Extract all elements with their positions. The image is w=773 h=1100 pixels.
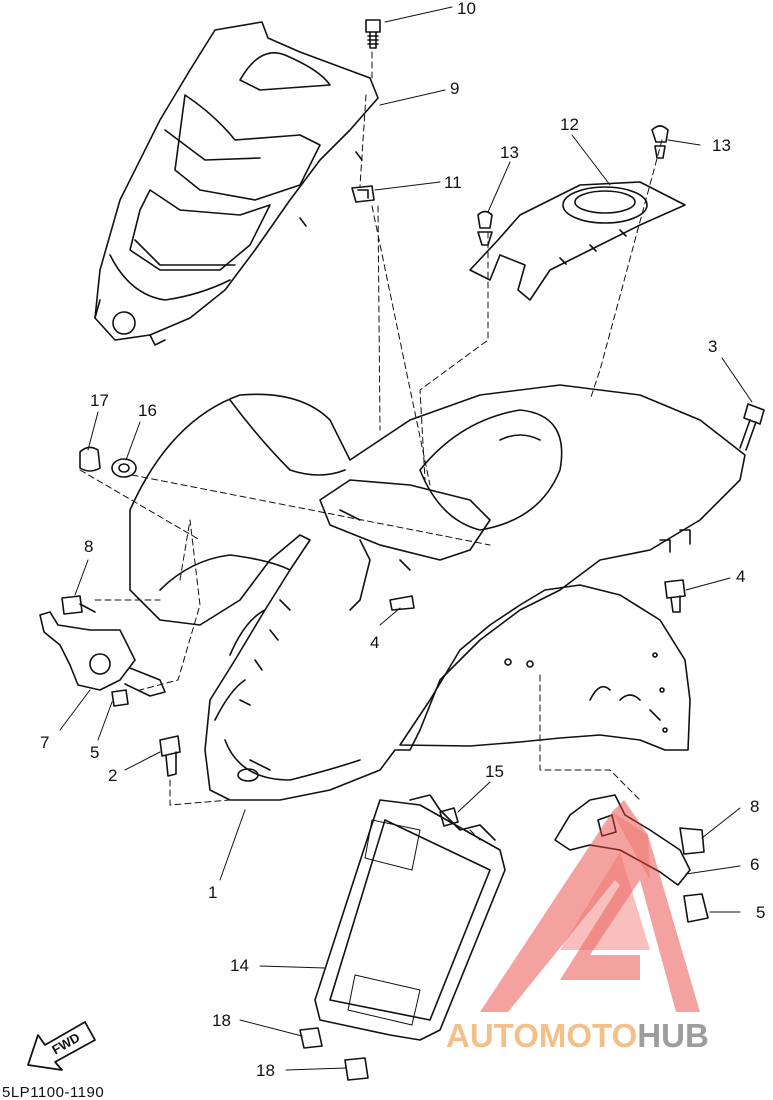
part-4-bolts bbox=[389, 579, 686, 613]
callout-4-center: 4 bbox=[370, 633, 380, 652]
part-11-nut bbox=[351, 185, 375, 203]
part-14-grille bbox=[299, 794, 506, 1081]
callout-2: 2 bbox=[108, 766, 118, 785]
part-1-front-fender bbox=[129, 384, 746, 801]
callout-12: 12 bbox=[560, 115, 579, 134]
callout-8-left: 8 bbox=[84, 537, 94, 556]
watermark-part2: HUB bbox=[637, 1017, 709, 1054]
part-12-panel bbox=[469, 181, 686, 301]
callout-16: 16 bbox=[138, 401, 157, 420]
callout-11: 11 bbox=[444, 173, 462, 192]
callout-15: 15 bbox=[485, 762, 504, 781]
callout-3: 3 bbox=[708, 337, 718, 356]
callout-13-left: 13 bbox=[500, 143, 519, 162]
automotohub-logo-icon bbox=[480, 800, 700, 1012]
watermark-part1: AUTOMOTO bbox=[446, 1017, 638, 1054]
callout-5-left: 5 bbox=[90, 743, 100, 762]
part-9-front-cover bbox=[94, 21, 379, 346]
callout-7: 7 bbox=[40, 733, 50, 752]
callout-18-upper: 18 bbox=[212, 1011, 231, 1030]
callout-5-right: 5 bbox=[756, 903, 766, 922]
callout-9: 9 bbox=[450, 79, 460, 98]
leader-lines bbox=[59, 6, 753, 1071]
part-10-bolt bbox=[365, 19, 381, 49]
callout-4-right: 4 bbox=[736, 567, 746, 586]
part-3-bolt bbox=[739, 403, 765, 451]
watermark-text: AUTOMOTOHUB bbox=[446, 1017, 709, 1055]
part-15-screw bbox=[439, 807, 459, 827]
part-2-bolt bbox=[159, 735, 181, 777]
part-6-bracket bbox=[554, 794, 709, 923]
assembly-lines bbox=[79, 51, 663, 841]
fwd-arrow-icon bbox=[27, 1021, 96, 1071]
callout-8-right: 8 bbox=[750, 797, 760, 816]
callout-18-lower: 18 bbox=[256, 1061, 275, 1080]
callout-6: 6 bbox=[750, 855, 760, 874]
part-16-17-hardware bbox=[79, 446, 137, 478]
callout-13-right: 13 bbox=[712, 136, 731, 155]
callout-14: 14 bbox=[230, 956, 249, 975]
right-fender-panel bbox=[399, 584, 691, 751]
diagram-part-code: 5LP1100-1190 bbox=[2, 1084, 105, 1100]
callout-1: 1 bbox=[208, 883, 218, 902]
part-7-bracket bbox=[39, 595, 166, 707]
callout-10: 10 bbox=[457, 0, 476, 18]
callout-17: 17 bbox=[90, 391, 109, 410]
